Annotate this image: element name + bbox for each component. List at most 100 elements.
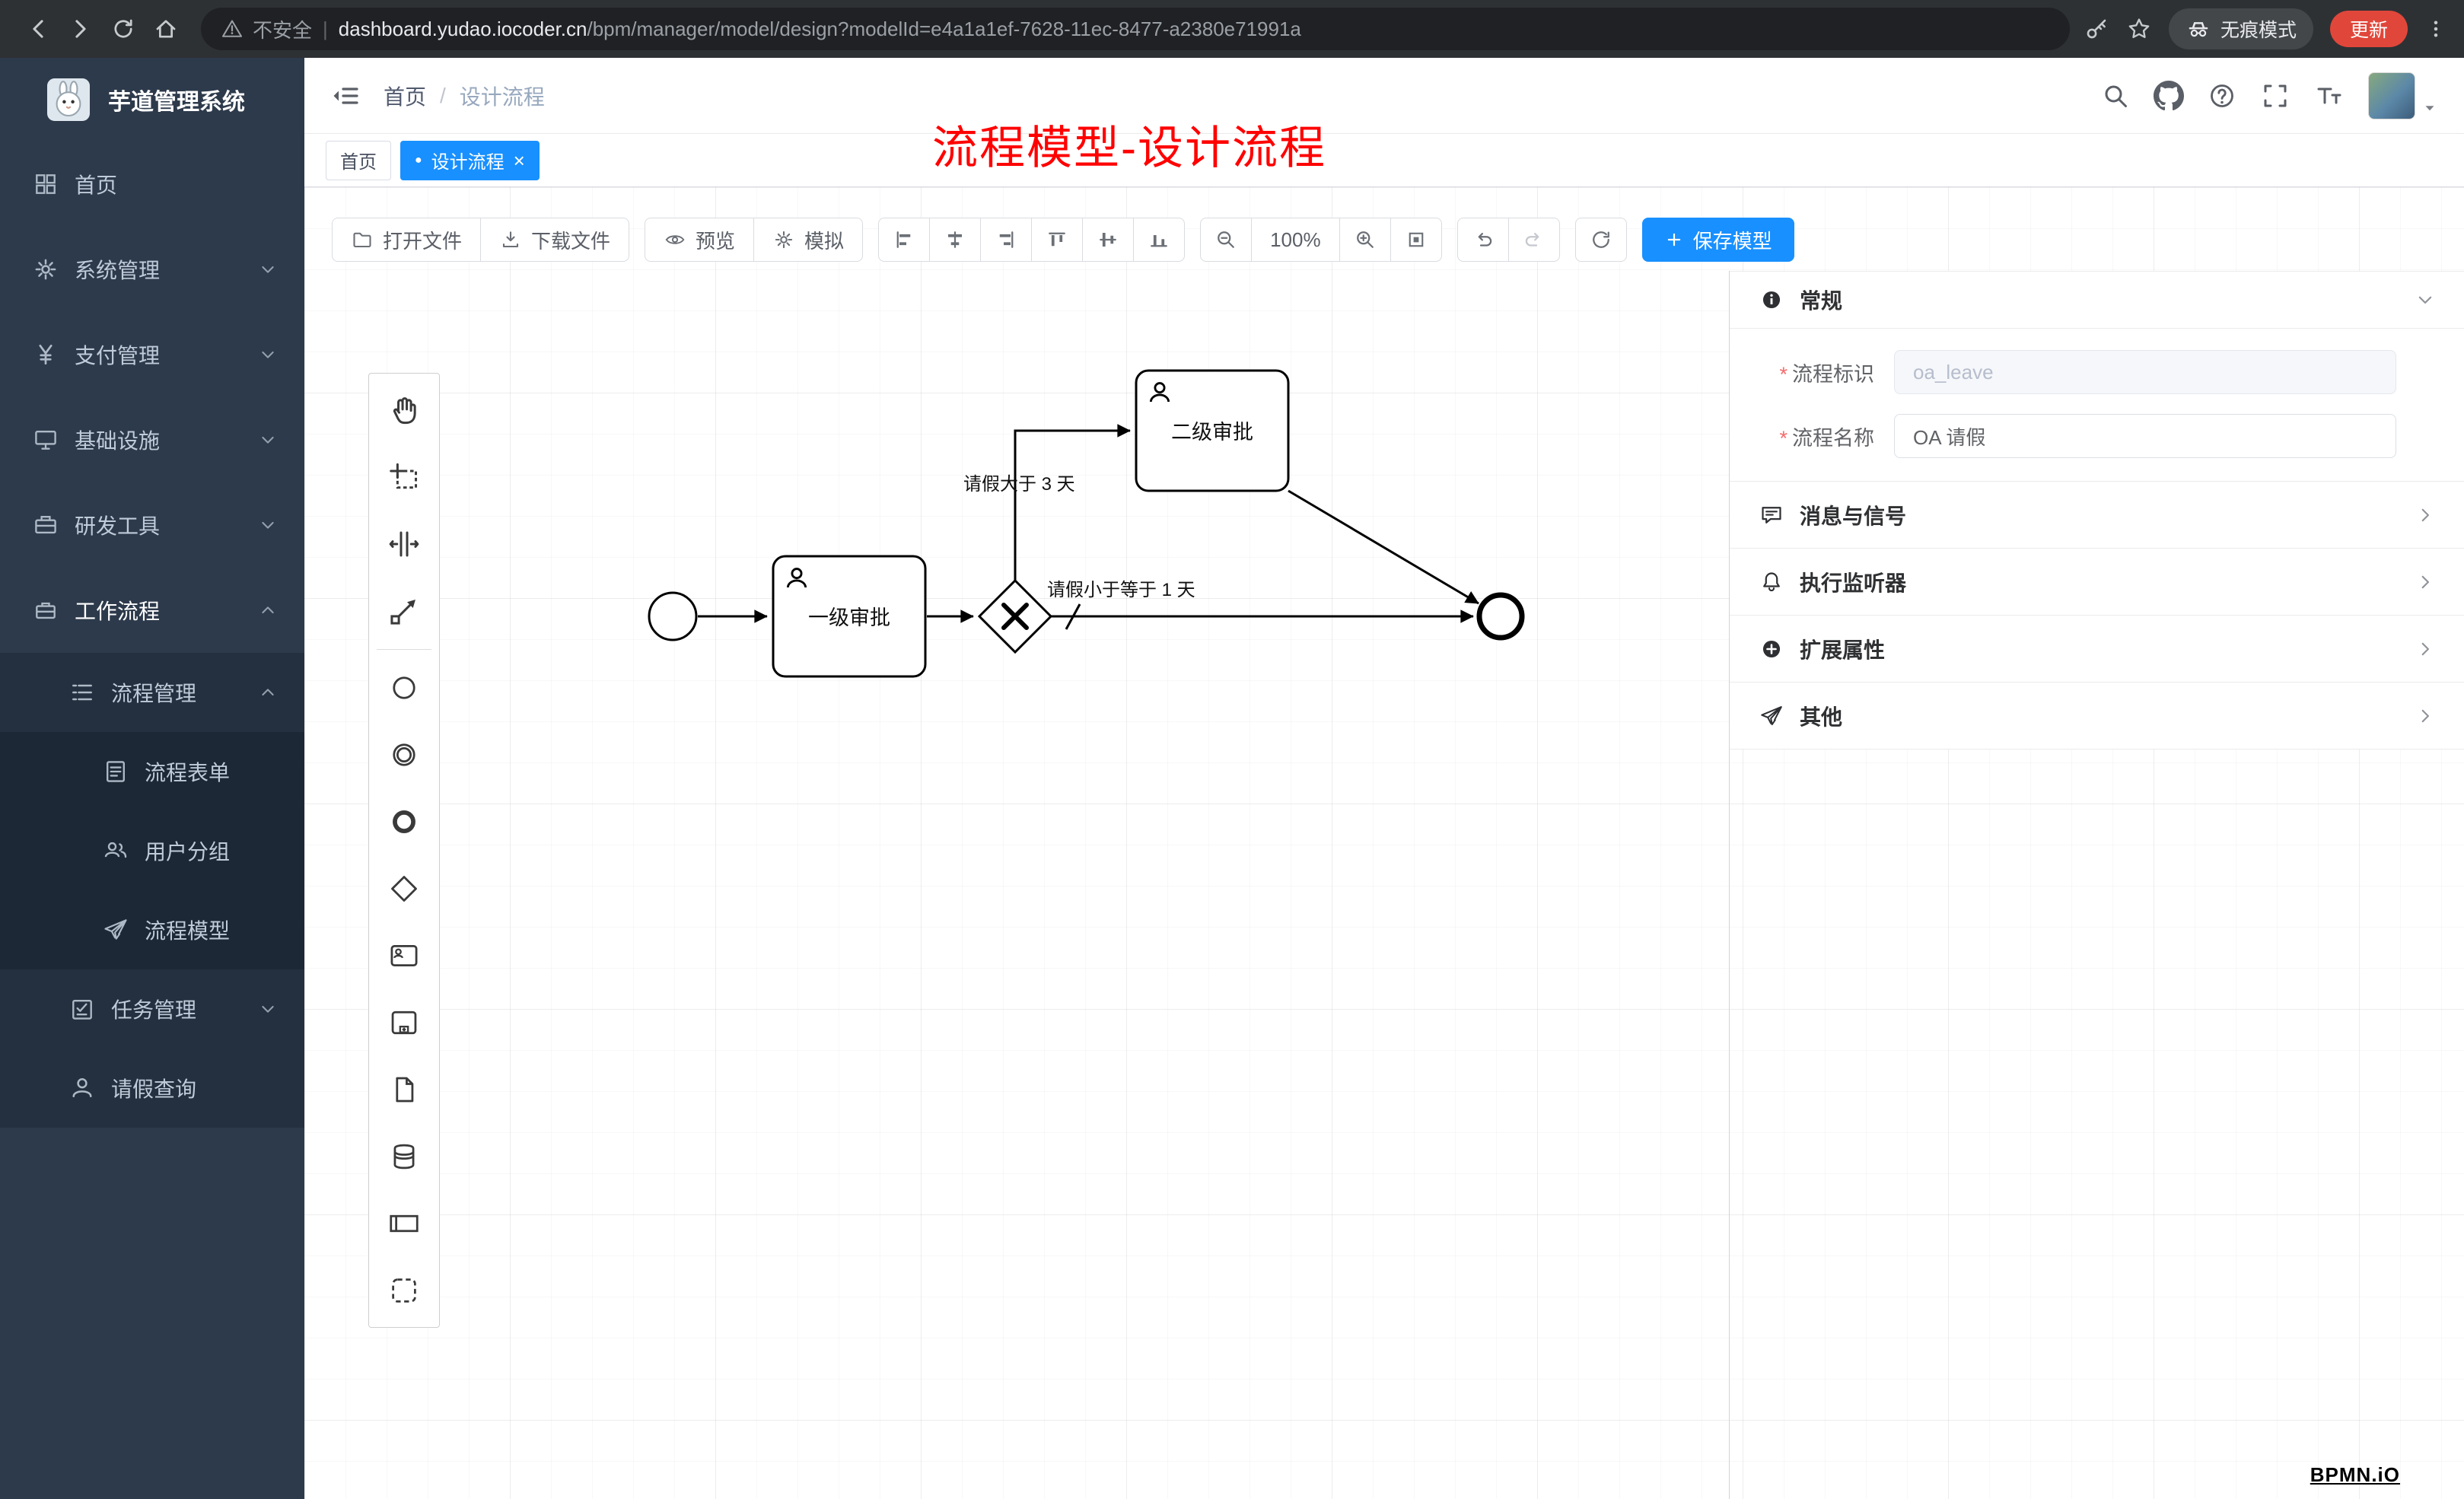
- create-user-task[interactable]: [369, 922, 439, 989]
- browser-home-button[interactable]: [145, 8, 187, 50]
- save-model-button[interactable]: 保存模型: [1641, 218, 1794, 262]
- redo-button[interactable]: [1507, 218, 1560, 262]
- browser-reload-button[interactable]: [102, 8, 145, 50]
- open-file-button[interactable]: 打开文件: [332, 218, 482, 262]
- chevron-right-icon: [2415, 639, 2435, 659]
- section-general[interactable]: 常规: [1730, 271, 2464, 329]
- process-key-input[interactable]: [1894, 350, 2396, 394]
- bookmark-star-icon[interactable]: [2126, 16, 2152, 42]
- browser-update-button[interactable]: 更新: [2329, 11, 2408, 47]
- space-tool[interactable]: [369, 511, 439, 578]
- tab-home[interactable]: 首页: [326, 140, 391, 180]
- align-right-button[interactable]: [980, 218, 1033, 262]
- create-start-event[interactable]: [369, 654, 439, 721]
- url-bar[interactable]: 不安全 | dashboard.yudao.iocoder.cn /bpm/ma…: [201, 8, 2070, 50]
- bpmn-end-event[interactable]: [1476, 592, 1525, 641]
- briefcase-icon: [32, 597, 59, 624]
- bpmn-exclusive-gateway[interactable]: [977, 578, 1053, 654]
- sidebar-item-payment[interactable]: 支付管理: [0, 312, 304, 397]
- password-key-icon[interactable]: [2084, 16, 2109, 42]
- create-exclusive-gateway[interactable]: [369, 855, 439, 922]
- download-file-button[interactable]: 下载文件: [480, 218, 630, 262]
- align-bottom-button[interactable]: [1133, 218, 1186, 262]
- create-intermediate-event[interactable]: [369, 721, 439, 788]
- preview-button[interactable]: 预览: [645, 218, 755, 262]
- sidebar-item-workflow[interactable]: 工作流程: [0, 568, 304, 653]
- undo-button[interactable]: [1456, 218, 1509, 262]
- align-center-button[interactable]: [929, 218, 982, 262]
- zoom-out-button[interactable]: [1200, 218, 1253, 262]
- create-subprocess[interactable]: [369, 989, 439, 1056]
- create-participant[interactable]: [369, 1190, 439, 1257]
- restart-button[interactable]: [1574, 218, 1627, 262]
- section-other[interactable]: 其他: [1730, 683, 2464, 750]
- simulate-label: 模拟: [804, 229, 845, 253]
- browser-back-button[interactable]: [17, 8, 59, 50]
- breadcrumb-separator: /: [440, 83, 446, 107]
- sidebar-item-process-form[interactable]: 流程表单: [0, 732, 304, 811]
- sidebar-item-devtools[interactable]: 研发工具: [0, 482, 304, 568]
- help-icon[interactable]: [2207, 81, 2237, 111]
- sidebar-item-home[interactable]: 首页: [0, 142, 304, 227]
- properties-panel: 常规 *流程标识 *流程名称 消息与信号: [1729, 271, 2464, 1499]
- browser-menu-icon[interactable]: [2424, 18, 2447, 40]
- user-menu[interactable]: [2368, 72, 2438, 119]
- align-left-button[interactable]: [878, 218, 931, 262]
- sidebar-item-process-management[interactable]: 流程管理: [0, 653, 304, 732]
- end-event-icon: [387, 804, 422, 839]
- zoom-in-icon: [1354, 228, 1377, 251]
- message-icon: [1759, 502, 1784, 528]
- simulate-button[interactable]: 模拟: [753, 218, 864, 262]
- breadcrumb-home[interactable]: 首页: [384, 84, 427, 109]
- sidebar-item-process-model[interactable]: 流程模型: [0, 890, 304, 969]
- align-top-button[interactable]: [1031, 218, 1084, 262]
- bpmn-designer-canvas[interactable]: 打开文件 下载文件 预览 模拟: [304, 187, 2464, 1499]
- create-end-event[interactable]: [369, 788, 439, 855]
- zoom-in-button[interactable]: [1339, 218, 1391, 262]
- sidebar-item-leave-query[interactable]: 请假查询: [0, 1049, 304, 1128]
- bpmn-start-event[interactable]: [648, 591, 698, 641]
- sidebar-item-task-management[interactable]: 任务管理: [0, 969, 304, 1049]
- sidebar-item-infrastructure[interactable]: 基础设施: [0, 397, 304, 482]
- global-connect-tool[interactable]: [369, 578, 439, 644]
- tab-close-icon[interactable]: ×: [513, 148, 525, 172]
- sequence-flow-task2-to-end[interactable]: [1288, 489, 1479, 605]
- process-name-input[interactable]: [1894, 414, 2396, 458]
- section-message-signal[interactable]: 消息与信号: [1730, 482, 2464, 549]
- bpmn-user-task-first-approval[interactable]: 一级审批: [772, 555, 927, 678]
- reset-viewport-button[interactable]: [1390, 218, 1442, 262]
- sidebar-item-label: 研发工具: [75, 514, 161, 538]
- align-middle-button[interactable]: [1082, 218, 1135, 262]
- sidebar-item-user-group[interactable]: 用户分组: [0, 811, 304, 890]
- bpmn-diagram[interactable]: 请假大于 3 天 请假小于等于 1 天 一级审批 二级审批: [304, 187, 2464, 1499]
- undo-icon: [1472, 228, 1495, 251]
- hand-tool[interactable]: [369, 377, 439, 444]
- flow-label-le1day[interactable]: 请假小于等于 1 天: [1047, 580, 1195, 600]
- sidebar-collapse-icon[interactable]: [330, 81, 361, 111]
- tab-active-dot: ●: [415, 153, 422, 167]
- create-group[interactable]: [369, 1257, 439, 1324]
- sidebar-item-system[interactable]: 系统管理: [0, 227, 304, 312]
- tab-design-process[interactable]: ● 设计流程 ×: [400, 140, 540, 180]
- create-data-store[interactable]: [369, 1123, 439, 1190]
- search-icon[interactable]: [2100, 81, 2131, 111]
- section-execution-listener[interactable]: 执行监听器: [1730, 549, 2464, 616]
- url-path: /bpm/manager/model/design?modelId=e4a1a1…: [587, 17, 1301, 40]
- font-size-icon[interactable]: [2313, 81, 2344, 111]
- github-icon[interactable]: [2154, 81, 2184, 111]
- create-data-object[interactable]: [369, 1056, 439, 1123]
- process-name-label: *流程名称: [1779, 426, 1874, 450]
- sequence-flow-gateway-to-task2[interactable]: [1014, 424, 1131, 581]
- fullscreen-icon[interactable]: [2260, 81, 2291, 111]
- sequence-flow-gateway-to-end[interactable]: [1051, 603, 1474, 630]
- restart-icon: [1590, 228, 1612, 251]
- breadcrumb-current: 设计流程: [459, 84, 545, 109]
- logo-avatar: [47, 78, 90, 121]
- app-logo[interactable]: 芋道管理系统: [0, 58, 304, 142]
- bpmn-user-task-second-approval[interactable]: 二级审批: [1135, 369, 1290, 492]
- flow-label-gt3days[interactable]: 请假大于 3 天: [963, 474, 1075, 495]
- browser-forward-button[interactable]: [59, 8, 102, 50]
- lasso-tool[interactable]: [369, 444, 439, 511]
- bpmn-io-watermark[interactable]: BPMN.iO: [2310, 1463, 2400, 1486]
- section-extended-attributes[interactable]: 扩展属性: [1730, 616, 2464, 683]
